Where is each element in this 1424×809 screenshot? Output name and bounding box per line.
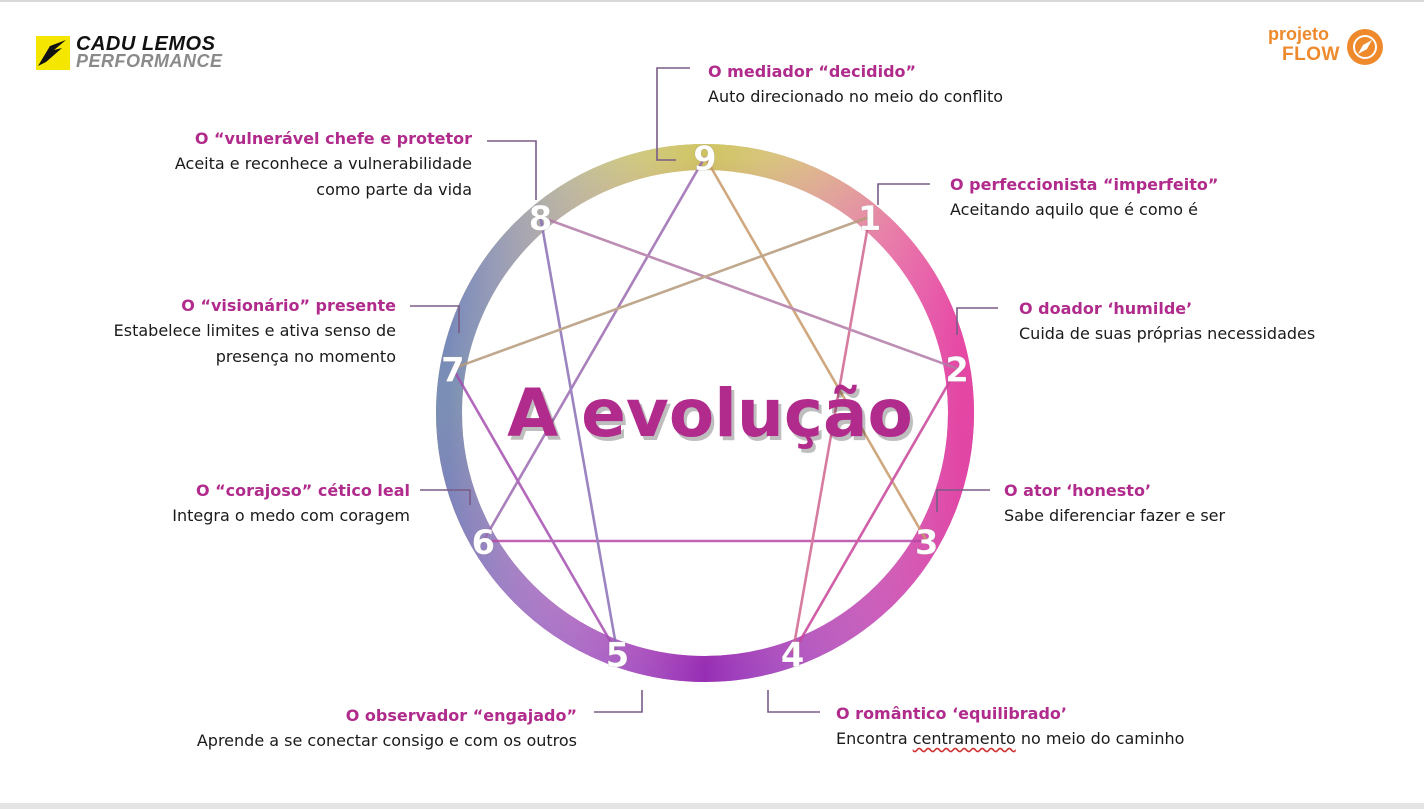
label-5-title: O observador “engajado” — [345, 706, 577, 725]
enneagram-numbers: 9 1 2 3 4 5 6 7 8 — [441, 139, 969, 676]
label-6: O “corajoso” cético leal Integra o medo … — [172, 479, 410, 529]
logo-projeto-text: projeto — [1268, 24, 1329, 44]
top-border — [0, 0, 1424, 2]
number-3: 3 — [915, 523, 939, 563]
center-title-shadow: A evolução — [510, 379, 916, 456]
label-3: O ator ‘honesto’ Sabe diferenciar fazer … — [1004, 479, 1225, 529]
label-6-title: O “corajoso” cético leal — [195, 481, 410, 500]
number-9: 9 — [693, 139, 717, 179]
label-9-desc: Auto direcionado no meio do conflito — [708, 87, 1004, 106]
enneagram-line-4-2 — [791, 367, 959, 655]
leader-line-2 — [956, 307, 998, 335]
center-title: A evolução — [507, 375, 913, 452]
label-2-desc: Cuida de suas próprias necessidades — [1019, 324, 1316, 343]
label-4-desc-part-a: Encontra — [836, 729, 913, 748]
leader-line-9 — [656, 67, 690, 161]
enneagram-line-1-4 — [791, 216, 871, 654]
enneagram-lines — [451, 156, 959, 655]
label-1: O perfeccionista “imperfeito” Aceitando … — [950, 173, 1218, 223]
number-6: 6 — [471, 523, 495, 563]
label-7-desc-line2: presença no momento — [215, 347, 396, 366]
enneagram-line-7-1 — [452, 215, 870, 370]
number-8: 8 — [529, 199, 553, 239]
label-8-title: O “vulnerável chefe e protetor — [194, 129, 472, 148]
logo-bird-icon — [36, 36, 70, 70]
label-9: O mediador “decidido” Auto direcionado n… — [708, 60, 1003, 110]
logo-flow-text: FLOW — [1282, 44, 1340, 65]
label-9-title: O mediador “decidido” — [708, 62, 917, 81]
enneagram-line-9-3 — [703, 156, 928, 542]
label-4-desc-part-c: no meio do caminho — [1015, 729, 1185, 748]
label-7: O “visionário” presente Estabelece limit… — [114, 294, 396, 370]
cadu-lemos-logo: CADU LEMOS PERFORMANCE — [36, 33, 236, 76]
number-2: 2 — [945, 351, 969, 391]
number-7: 7 — [441, 351, 465, 391]
label-4-title: O romântico ‘equilibrado’ — [836, 704, 1067, 723]
leader-line-6 — [420, 489, 471, 505]
leader-line-5 — [594, 690, 643, 713]
number-5: 5 — [606, 636, 630, 676]
number-4: 4 — [781, 636, 805, 676]
leader-line-7 — [410, 305, 460, 333]
enneagram-line-2-8 — [540, 215, 958, 370]
label-3-title: O ator ‘honesto’ — [1004, 481, 1152, 500]
label-7-title: O “visionário” presente — [181, 296, 396, 315]
compass-icon — [1346, 28, 1384, 66]
label-4: O romântico ‘equilibrado’ Encontra centr… — [836, 702, 1184, 752]
label-leader-lines — [410, 67, 998, 713]
label-4-desc-spellcheck-word: centramento — [912, 729, 1016, 748]
bottom-border — [0, 803, 1424, 809]
label-2-title: O doador ‘humilde’ — [1019, 299, 1193, 318]
leader-line-3 — [936, 489, 990, 512]
leader-line-1 — [877, 183, 930, 205]
label-5-desc: Aprende a se conectar consigo e com os o… — [196, 731, 577, 750]
logo-subtitle: PERFORMANCE — [76, 51, 223, 71]
label-5: O observador “engajado” Aprende a se con… — [197, 704, 577, 754]
label-8: O “vulnerável chefe e protetor Aceita e … — [175, 127, 472, 203]
enneagram-line-8-5 — [539, 216, 619, 654]
logo-name: CADU LEMOS — [76, 33, 216, 55]
enneagram-line-6-9 — [482, 156, 707, 542]
projeto-flow-logo: projeto FLOW — [1266, 24, 1396, 74]
label-1-title: O perfeccionista “imperfeito” — [950, 175, 1219, 194]
label-4-desc: Encontra centramento no meio do caminho — [836, 726, 1184, 752]
label-6-desc: Integra o medo com coragem — [172, 506, 410, 525]
label-8-desc-line2: como parte da vida — [316, 180, 472, 199]
enneagram-line-5-7 — [451, 367, 619, 655]
label-3-desc: Sabe diferenciar fazer e ser — [1004, 506, 1226, 525]
label-2: O doador ‘humilde’ Cuida de suas própria… — [1019, 297, 1315, 347]
label-8-desc-line1: Aceita e reconhece a vulnerabilidade — [174, 154, 472, 173]
label-7-desc-line1: Estabelece limites e ativa senso de — [113, 321, 396, 340]
leader-line-8 — [487, 140, 537, 200]
leader-line-4 — [767, 690, 820, 713]
label-1-desc: Aceitando aquilo que é como é — [950, 200, 1198, 219]
number-1: 1 — [858, 199, 882, 239]
